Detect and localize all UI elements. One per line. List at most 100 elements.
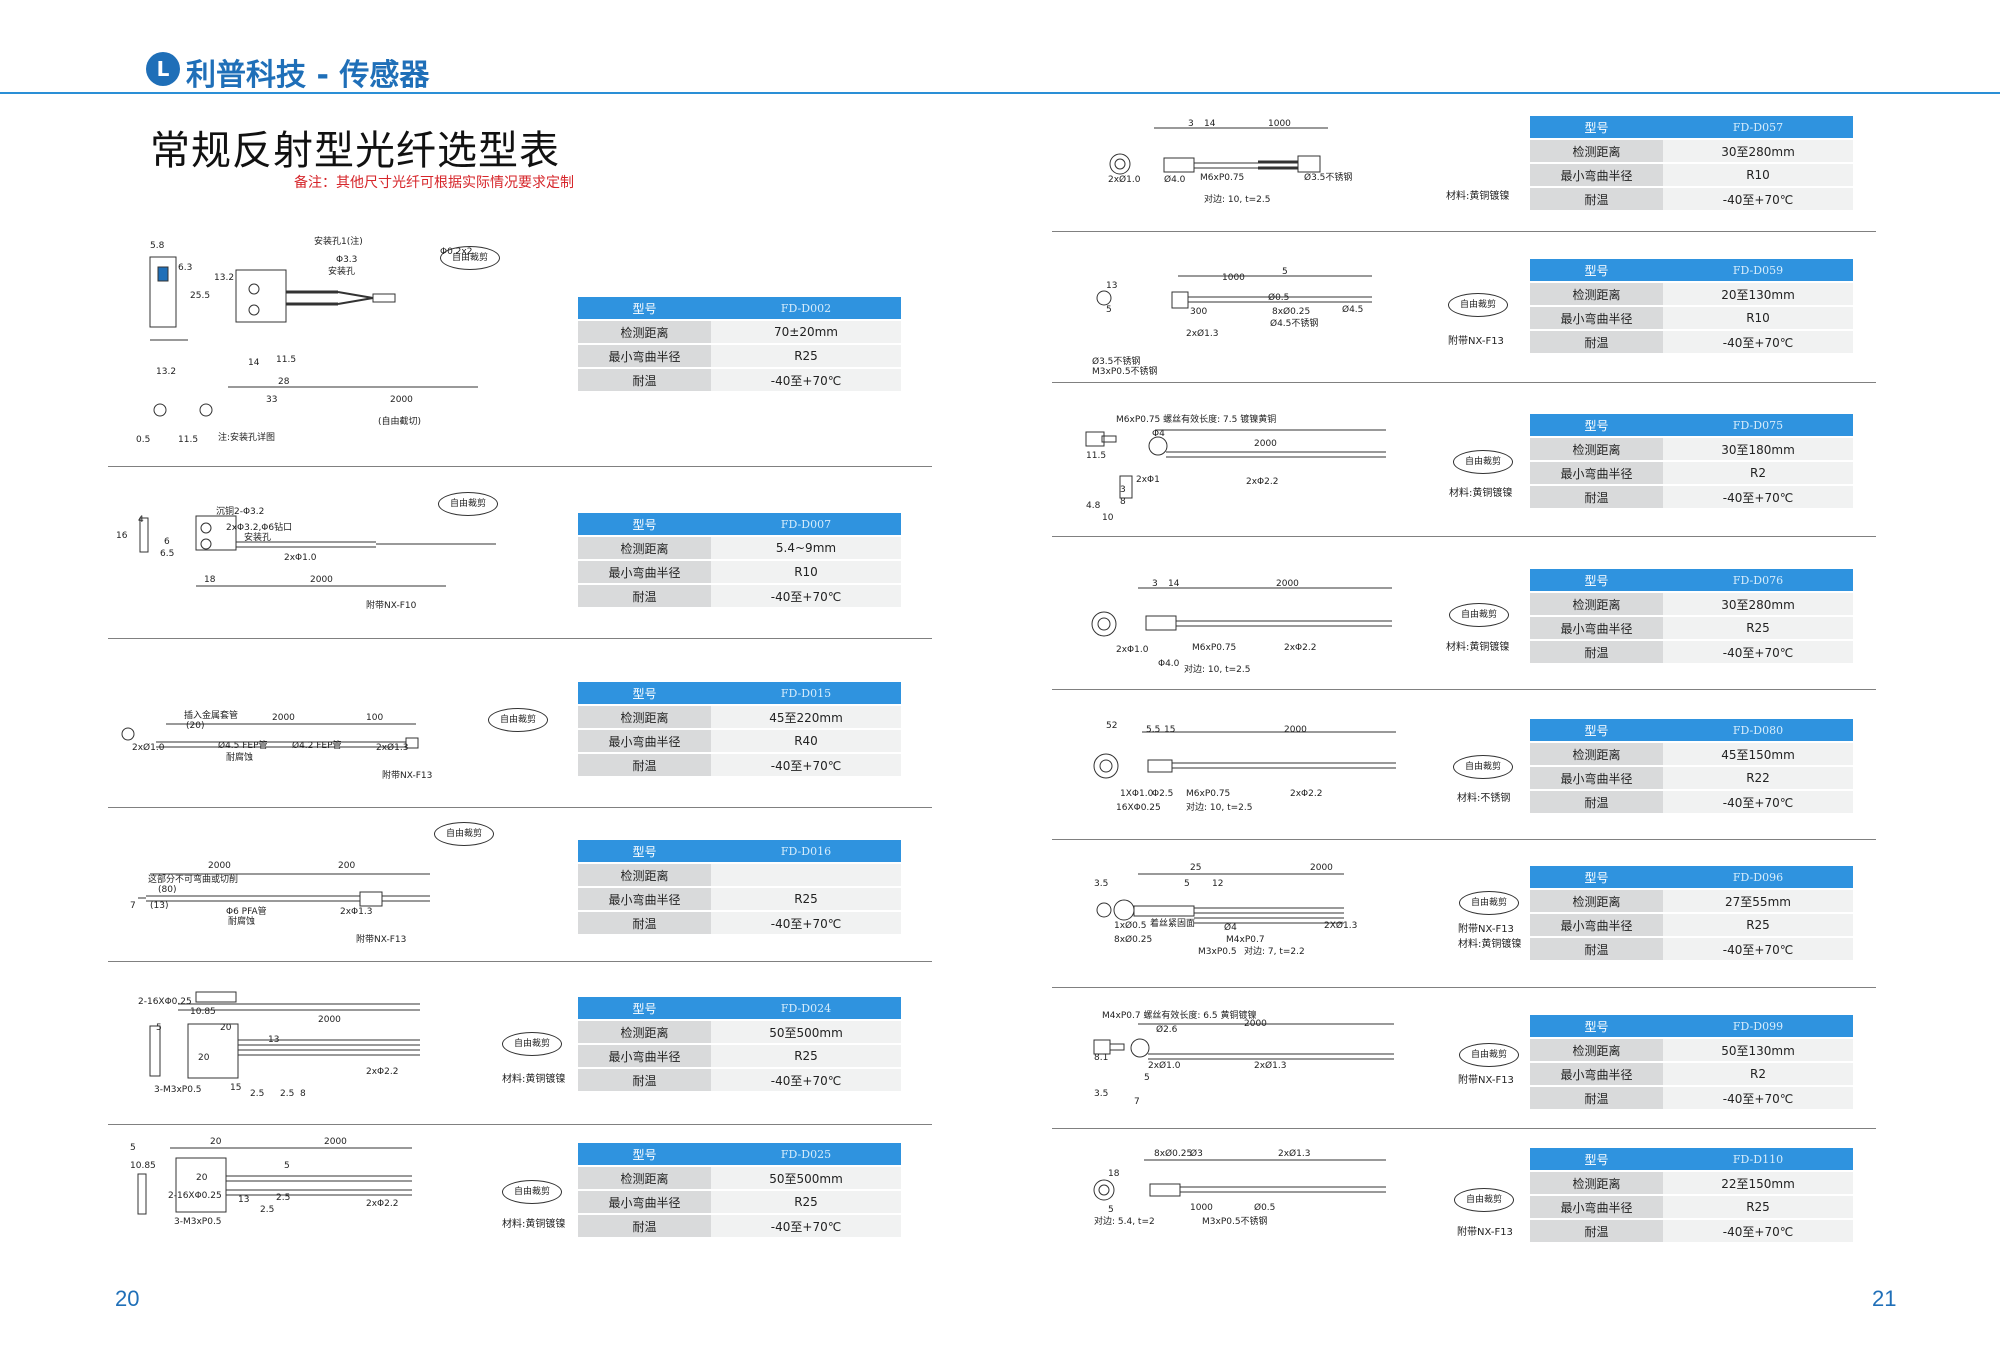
- dimension-label: Ø4.5: [1342, 304, 1363, 315]
- dimension-label: 7: [1134, 1097, 1140, 1107]
- model-code: FD-D057: [1663, 116, 1853, 140]
- dimension-label: 8: [1120, 497, 1126, 507]
- dimension-label: 10.85: [190, 1007, 216, 1017]
- spec-key: 型号: [1530, 719, 1663, 743]
- spec-key: 型号: [1530, 414, 1663, 438]
- dimension-label: 安装孔: [328, 265, 355, 277]
- dimension-label: 2000: [390, 395, 413, 405]
- spec-value: -40至+70℃: [1663, 937, 1853, 962]
- dimension-label: 2000: [1310, 863, 1333, 873]
- spec-row: 耐温-40至+70℃: [578, 911, 901, 936]
- dimension-label: 2XØ1.3: [1324, 920, 1357, 931]
- dimension-label: 2000: [1276, 579, 1299, 589]
- spec-row: 耐温-40至+70℃: [1530, 330, 1853, 355]
- dimension-label: 10.85: [130, 1161, 156, 1171]
- dimension-label: 15: [230, 1083, 241, 1093]
- spec-value: 70±20mm: [711, 320, 901, 345]
- dimension-label: 3-M3xP0.5: [174, 1217, 222, 1227]
- dimension-label: 2000: [1244, 1019, 1267, 1029]
- dimension-label: 5: [1282, 267, 1288, 277]
- spec-key: 最小弯曲半径: [1530, 766, 1663, 791]
- spec-key: 最小弯曲半径: [578, 344, 711, 369]
- dimension-label: 0.5: [136, 435, 150, 445]
- dimension-label: 33: [266, 395, 277, 405]
- dimension-label: 3.5: [1094, 879, 1108, 889]
- spec-value: 30至280mm: [1663, 139, 1853, 164]
- spec-key: 型号: [578, 1143, 711, 1167]
- spec-key: 检测距离: [1530, 889, 1663, 914]
- spec-key: 型号: [1530, 1148, 1663, 1172]
- model-code: FD-D075: [1663, 414, 1853, 438]
- dimension-label: 2.5: [276, 1193, 290, 1203]
- spec-key: 最小弯曲半径: [1530, 616, 1663, 641]
- free-cut-badge: 自由裁剪: [434, 822, 494, 846]
- dimension-label: 20: [210, 1137, 222, 1147]
- dimension-label: (20): [186, 721, 204, 731]
- spec-key: 最小弯曲半径: [1530, 1195, 1663, 1220]
- dimension-label: 16XΦ0.25: [1116, 803, 1161, 813]
- right-page-number: 21: [1872, 1286, 1897, 1311]
- dimension-label: 5: [1106, 305, 1112, 315]
- dimension-label: 2xØ1.0: [1148, 1060, 1181, 1071]
- model-code: FD-D076: [1663, 569, 1853, 593]
- dimension-label: Φ6 PFA管: [226, 905, 267, 917]
- spec-value: 22至150mm: [1663, 1171, 1853, 1196]
- dimension-label: Ø4.0: [1164, 174, 1186, 185]
- spec-value: R2: [1663, 461, 1853, 486]
- dimension-label: 安装孔: [244, 531, 271, 543]
- dimension-label: 8: [300, 1089, 306, 1099]
- dimension-label: 16: [116, 531, 128, 541]
- spec-value: 20至130mm: [1663, 282, 1853, 307]
- dimension-label: 2xΦ3.2,Φ6钻口: [226, 521, 292, 533]
- dimension-label: 耐腐蚀: [228, 915, 255, 927]
- spec-key: 检测距离: [1530, 742, 1663, 767]
- dimension-label: 1000: [1268, 119, 1291, 129]
- header-rule: [0, 92, 2000, 94]
- dimension-label: 1xØ0.5: [1114, 920, 1146, 931]
- dimension-label: 14: [248, 358, 260, 368]
- dimension-label: 8.1: [1094, 1053, 1108, 1063]
- dimension-label: 2xΦ2.2: [366, 1067, 398, 1077]
- dimension-label: 28: [278, 377, 290, 387]
- spec-key: 最小弯曲半径: [578, 1044, 711, 1069]
- product-caption: 附带NX-F13: [1458, 1075, 1514, 1086]
- dimension-label: M6xP0.75: [1192, 643, 1236, 653]
- spec-value: -40至+70℃: [1663, 187, 1853, 212]
- spec-value: -40至+70℃: [711, 368, 901, 393]
- spec-value: 50至500mm: [711, 1020, 901, 1045]
- model-code: FD-D080: [1663, 719, 1853, 743]
- spec-key: 型号: [1530, 569, 1663, 593]
- page-title: 常规反射型光纤选型表: [150, 128, 560, 174]
- dimension-label: 5: [1108, 1205, 1114, 1215]
- dimension-label: 3: [1188, 119, 1194, 129]
- dimension-label: 2xØ1.3: [1278, 1148, 1310, 1159]
- dimension-label: Ø2.6: [1156, 1024, 1178, 1035]
- dimension-label: 11.5: [1086, 451, 1106, 461]
- company-logo-icon: L: [146, 52, 180, 86]
- spec-value: R25: [1663, 913, 1853, 938]
